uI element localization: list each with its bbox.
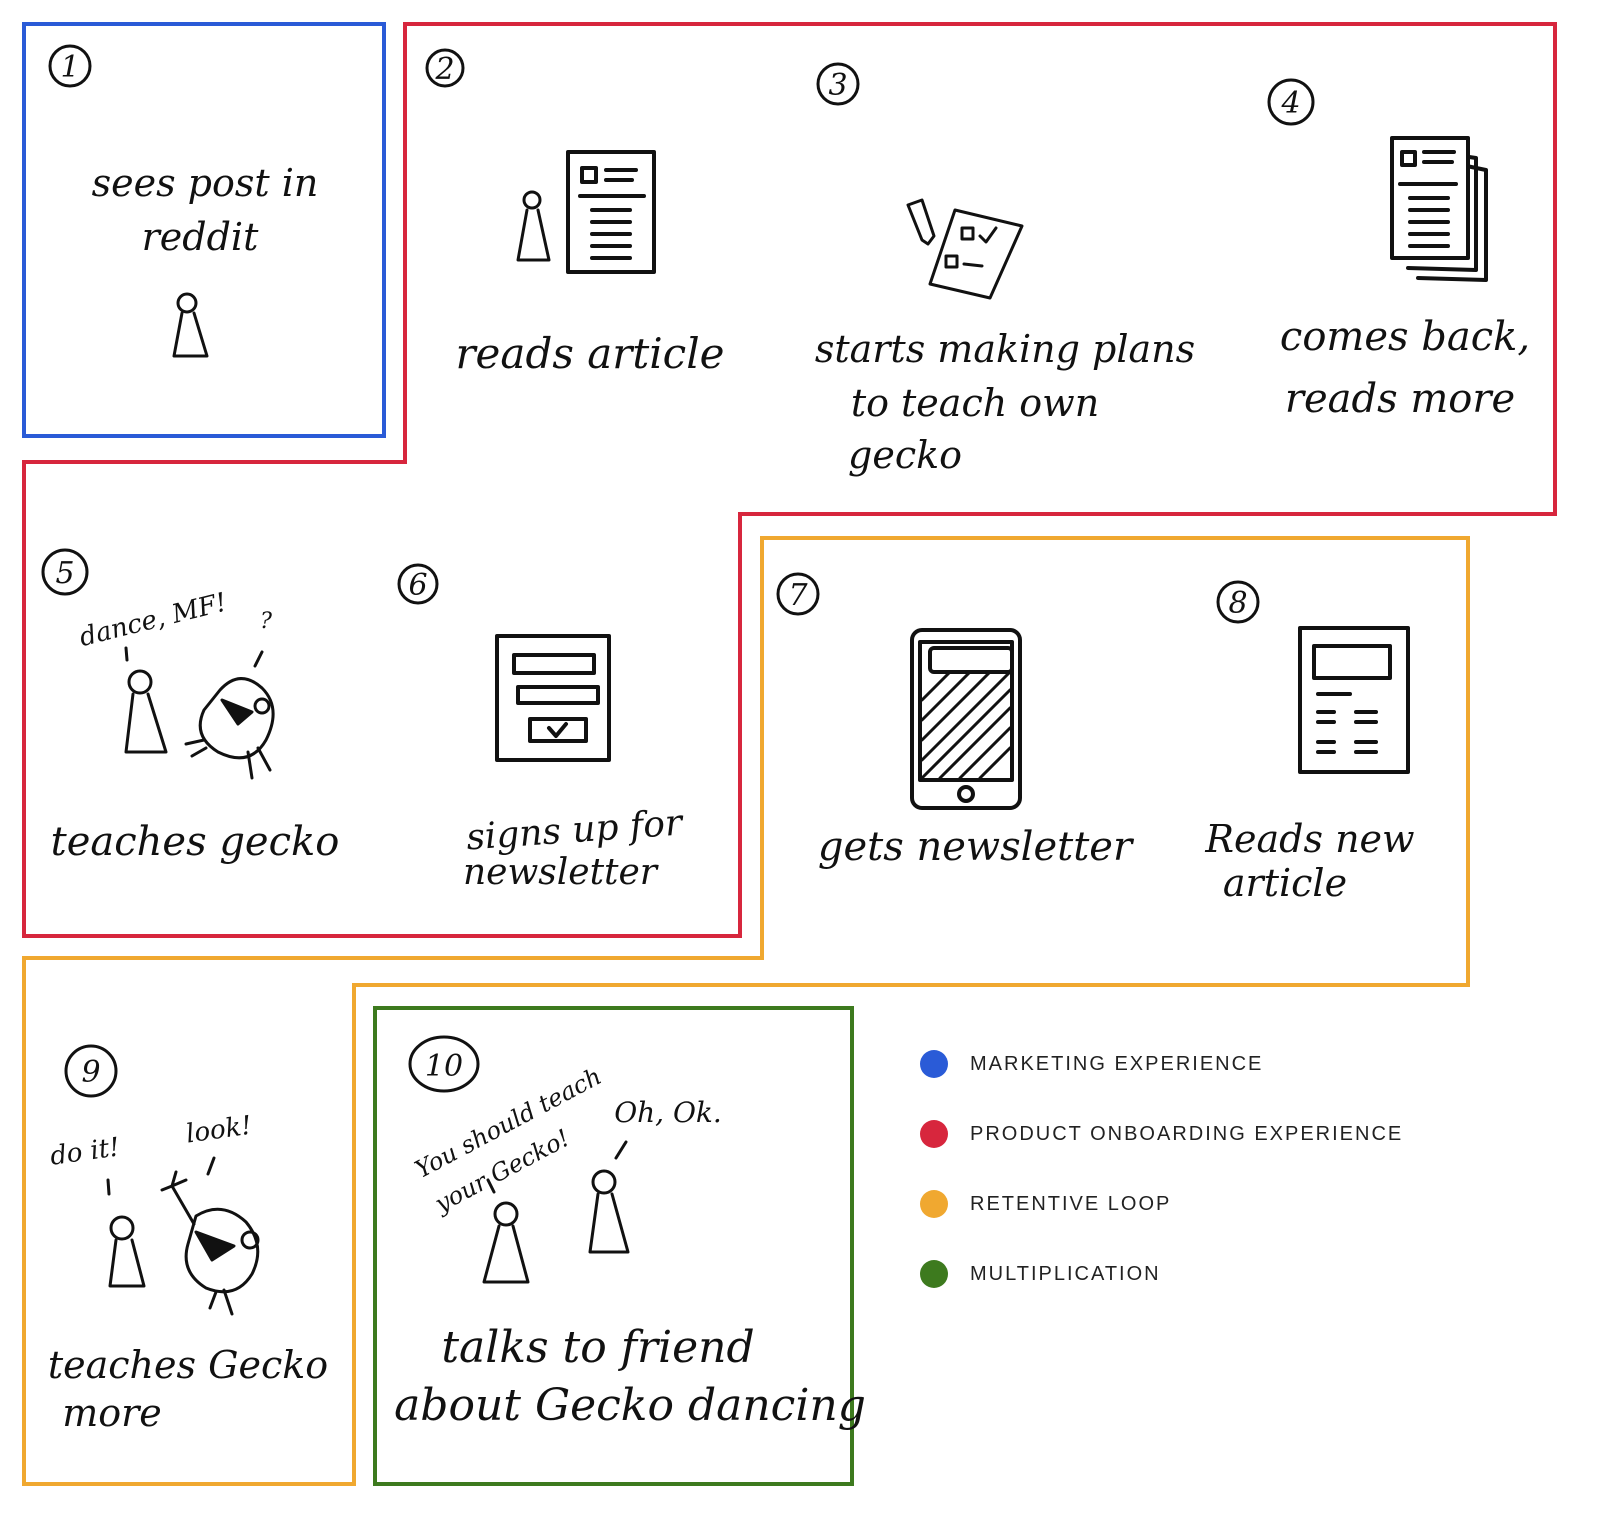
step-2-number: 2 <box>434 52 454 87</box>
step-3-text-line-2: to teach own <box>851 381 1099 425</box>
step-9: 9 do it! look! teaches Gecko more <box>48 1044 328 1435</box>
step-8-text-line-2: article <box>1223 861 1347 905</box>
step-7-text: gets newsletter <box>818 824 1135 870</box>
step-10-reply: Oh, Ok. <box>614 1096 722 1129</box>
step-7-number: 7 <box>788 578 808 613</box>
legend-label: MULTIPLICATION <box>970 1262 1161 1285</box>
step-6-text-line-2: newsletter <box>463 852 659 893</box>
step-9-reply: look! <box>184 1111 253 1150</box>
orange-dot-icon <box>920 1190 948 1218</box>
legend-label: RETENTIVE LOOP <box>970 1192 1172 1215</box>
step-4-text-line-2: reads more <box>1285 376 1515 422</box>
person-icon <box>172 292 209 358</box>
blue-dot-icon <box>920 1050 948 1078</box>
step-9-text-line-1: teaches Gecko <box>48 1343 328 1387</box>
person-icon <box>124 669 168 754</box>
step-9-speech: do it! <box>48 1132 121 1171</box>
red-dot-icon <box>920 1120 948 1148</box>
step-2: 2 reads article <box>425 48 725 378</box>
step-1-text-line-2: reddit <box>142 215 259 259</box>
phone-icon <box>910 628 1022 810</box>
step-8-number: 8 <box>1228 586 1247 621</box>
stacked-articles-icon <box>1390 136 1488 282</box>
legend-item-retentive: RETENTIVE LOOP <box>920 1190 1403 1218</box>
step-3-number: 3 <box>828 68 847 103</box>
marketing-region <box>22 22 386 438</box>
step-5-number: 5 <box>55 556 74 591</box>
legend-label: PRODUCT ONBOARDING EXPERIENCE <box>970 1122 1404 1145</box>
friend-person-icon <box>588 1169 630 1254</box>
step-7: 7 gets newsletter <box>776 572 1135 870</box>
step-9-text-line-2: more <box>62 1391 162 1435</box>
step-5: 5 dance, MF! ? teaches gecko <box>41 548 340 865</box>
person-icon <box>108 1215 146 1288</box>
step-1-text-line-1: sees post in <box>92 161 319 205</box>
legend: MARKETING EXPERIENCE PRODUCT ONBOARDING … <box>920 1050 1403 1330</box>
step-3: 3 starts making plans to teach own gecko <box>815 62 1195 477</box>
person-icon <box>516 190 551 262</box>
step-4-number: 4 <box>1280 86 1300 121</box>
green-dot-icon <box>920 1260 948 1288</box>
legend-label: MARKETING EXPERIENCE <box>970 1052 1264 1075</box>
step-3-text-line-3: gecko <box>848 433 962 477</box>
step-6: 6 signs up for newsletter <box>397 563 685 893</box>
gecko-icon <box>160 1170 260 1316</box>
retentive-region <box>22 536 1470 1486</box>
legend-item-onboarding: PRODUCT ONBOARDING EXPERIENCE <box>920 1120 1403 1148</box>
step-10-number: 10 <box>425 1049 463 1084</box>
step-2-text: reads article <box>455 329 724 378</box>
signup-form-icon <box>495 634 611 762</box>
gecko-icon <box>184 677 275 780</box>
checklist-icon <box>928 208 1024 300</box>
step-4-text-line-1: comes back, <box>1280 314 1530 360</box>
person-icon <box>482 1201 530 1284</box>
legend-item-multiplication: MULTIPLICATION <box>920 1260 1403 1288</box>
step-10-text-line-2: about Gecko dancing <box>394 1380 866 1431</box>
pencil-icon <box>906 198 936 246</box>
step-3-text-line-1: starts making plans <box>815 327 1195 371</box>
step-1-number: 1 <box>60 50 79 85</box>
legend-item-marketing: MARKETING EXPERIENCE <box>920 1050 1403 1078</box>
step-8-text-line-1: Reads new <box>1204 817 1414 861</box>
step-1: 1 sees post in reddit <box>48 44 319 358</box>
step-10: 10 You should teach your Gecko! Oh, Ok. … <box>394 1035 866 1431</box>
step-9-number: 9 <box>81 1055 100 1090</box>
step-5-text: teaches gecko <box>51 819 340 865</box>
step-6-text-line-1: signs up for <box>465 802 685 858</box>
onboarding-region <box>22 22 1557 938</box>
step-4: 4 comes back, reads more <box>1267 78 1530 422</box>
article-icon <box>1298 626 1410 774</box>
step-5-speech: dance, MF! <box>76 587 229 653</box>
step-10-text-line-1: talks to friend <box>441 1322 754 1373</box>
step-6-number: 6 <box>408 568 427 603</box>
article-icon <box>566 150 656 274</box>
step-8: 8 Reads new article <box>1204 580 1415 905</box>
step-5-reply: ? <box>260 609 272 634</box>
multiplication-region <box>373 1006 854 1486</box>
